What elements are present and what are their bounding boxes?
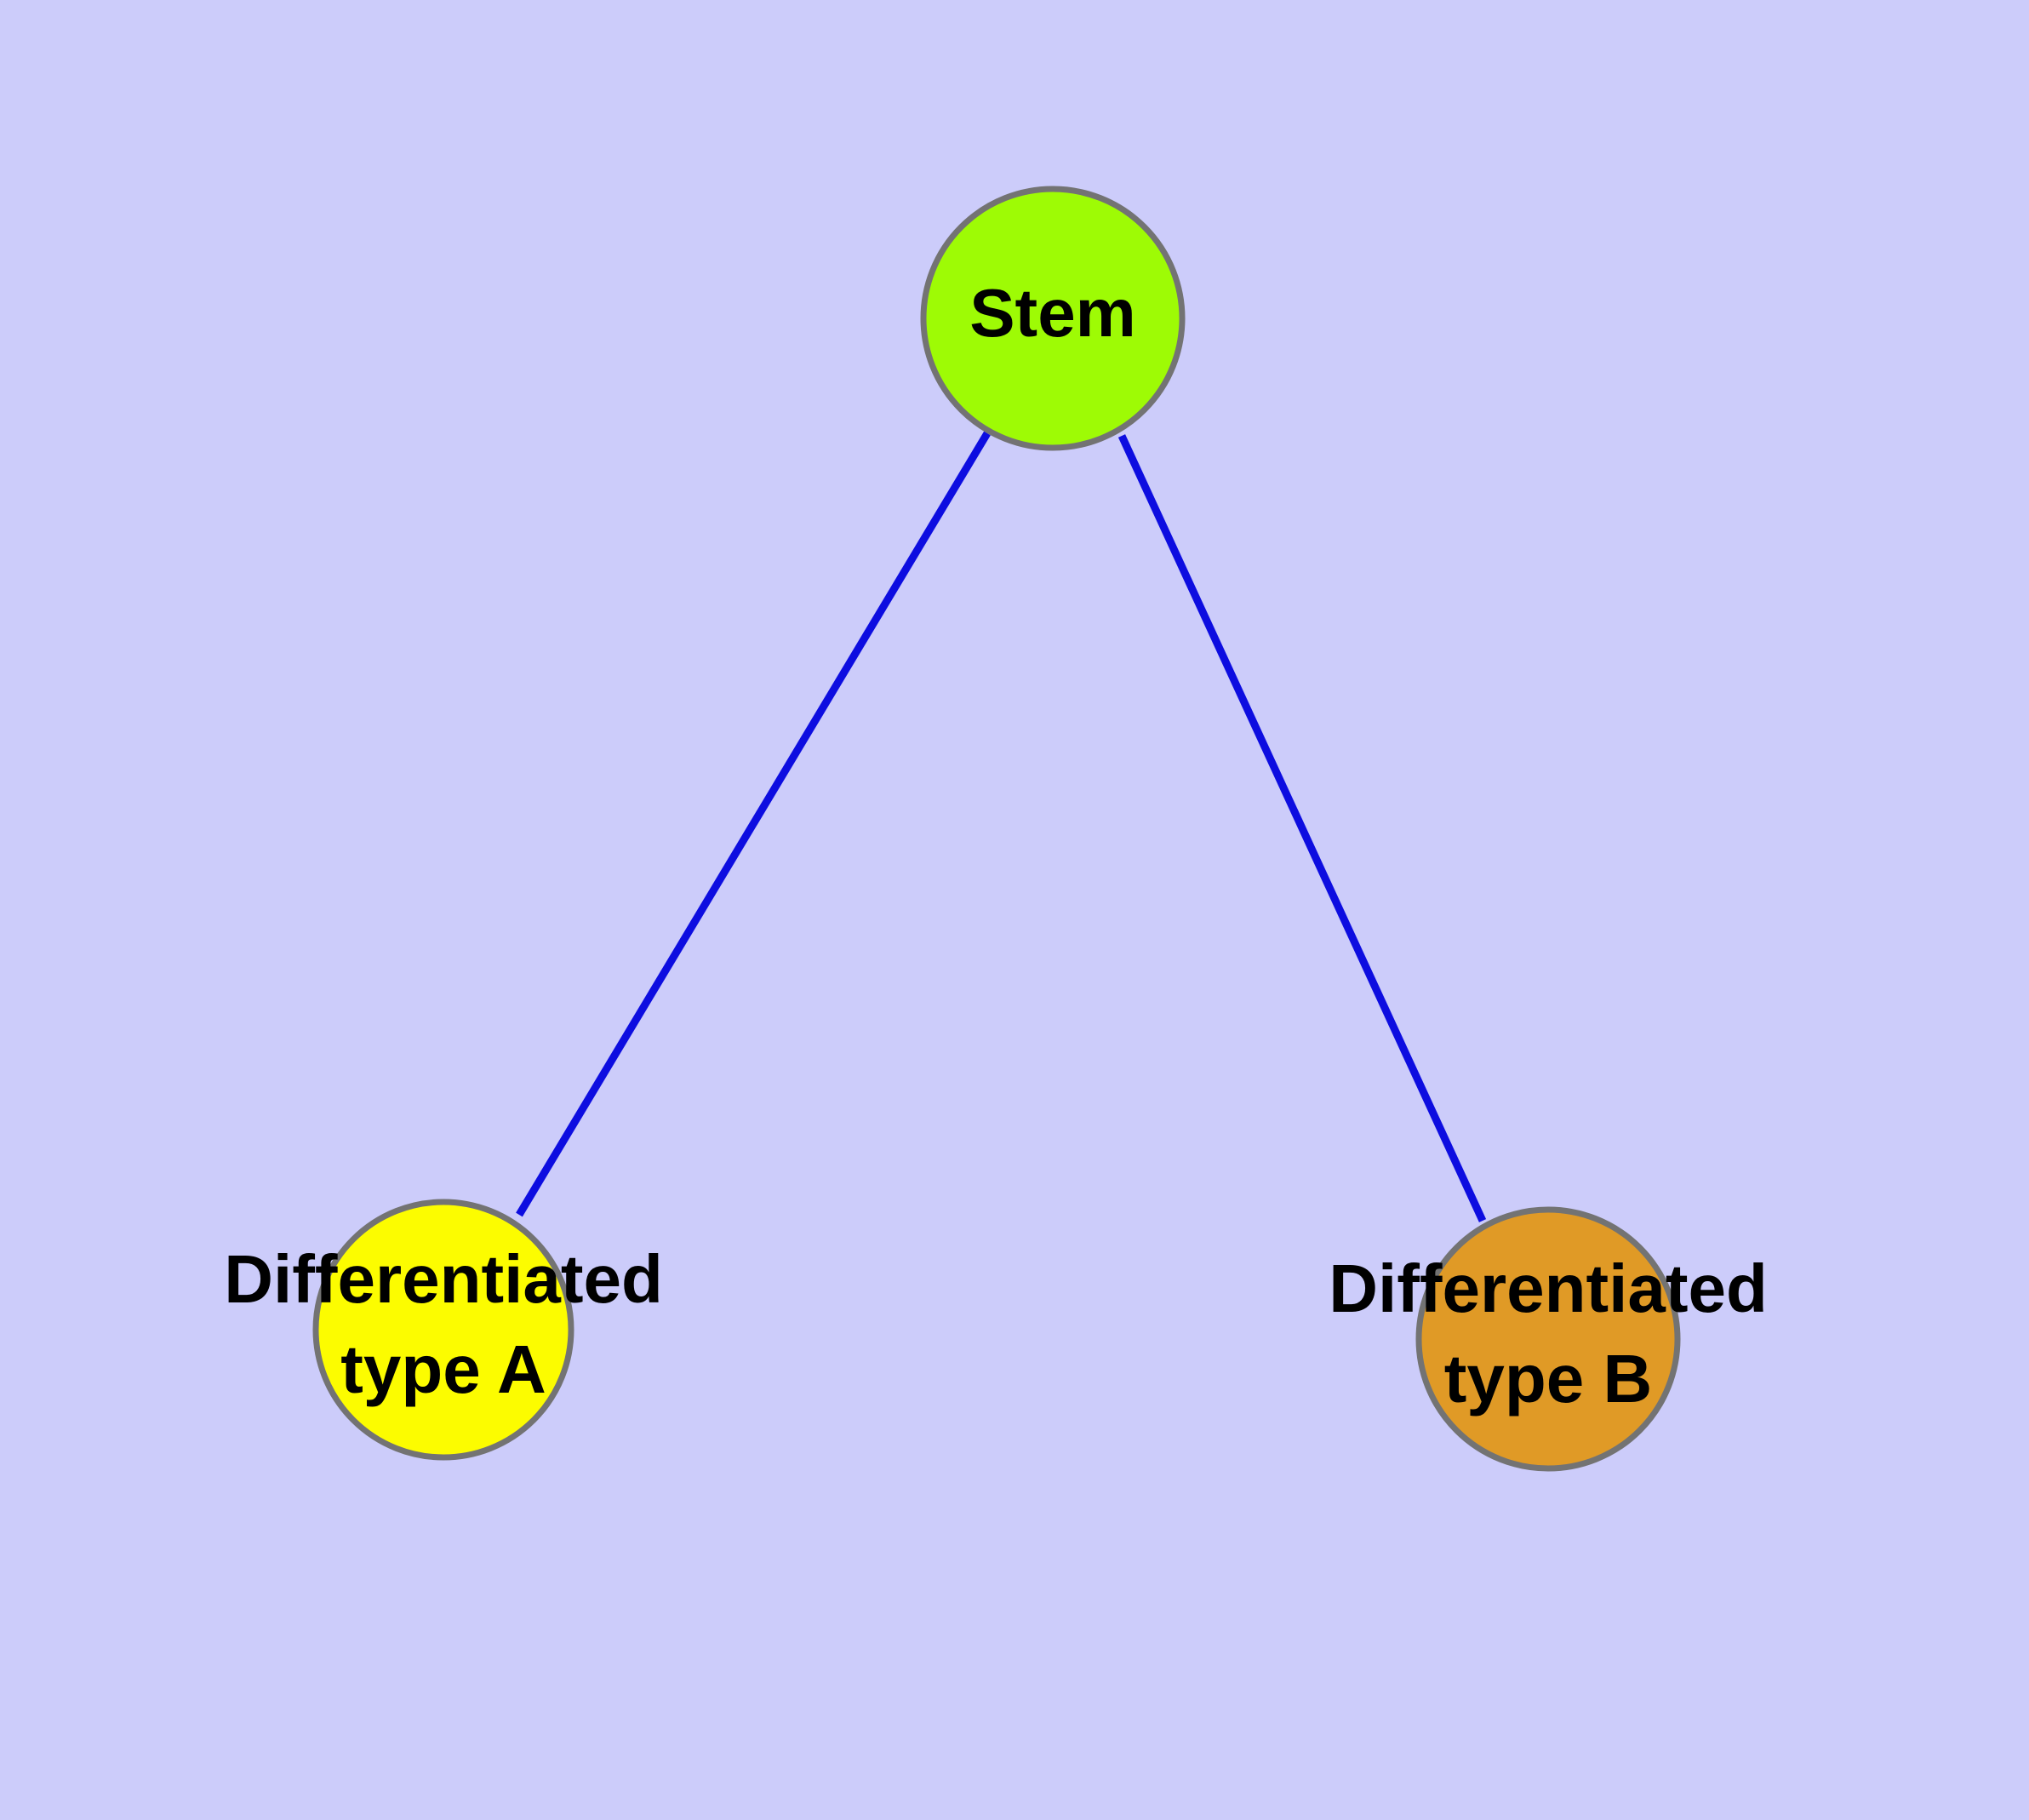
node-label-line: type A (340, 1331, 546, 1407)
node-label-line: type B (1444, 1341, 1653, 1417)
node-label-line: Differentiated (224, 1241, 663, 1317)
node-circle-differentiated-type-a[interactable] (312, 1199, 574, 1461)
edge-stem-to-differentiated-type-b[interactable] (1117, 434, 1487, 1222)
labels-layer: Stem Differentiated type A Differentiated… (224, 275, 1768, 1417)
edge-stem-to-differentiated-type-a[interactable] (516, 431, 991, 1217)
nodes-layer (312, 186, 1681, 1472)
node-label-differentiated-type-a: Differentiated type A (224, 1241, 663, 1407)
node-circle-stem[interactable] (920, 186, 1186, 451)
node-circle-differentiated-type-b[interactable] (1415, 1206, 1681, 1472)
node-label-differentiated-type-b: Differentiated type B (1329, 1251, 1768, 1417)
edges-layer (516, 431, 1487, 1222)
node-label-line: Differentiated (1329, 1251, 1768, 1326)
node-label-stem: Stem (969, 275, 1136, 351)
node-label-line: Stem (969, 275, 1136, 351)
